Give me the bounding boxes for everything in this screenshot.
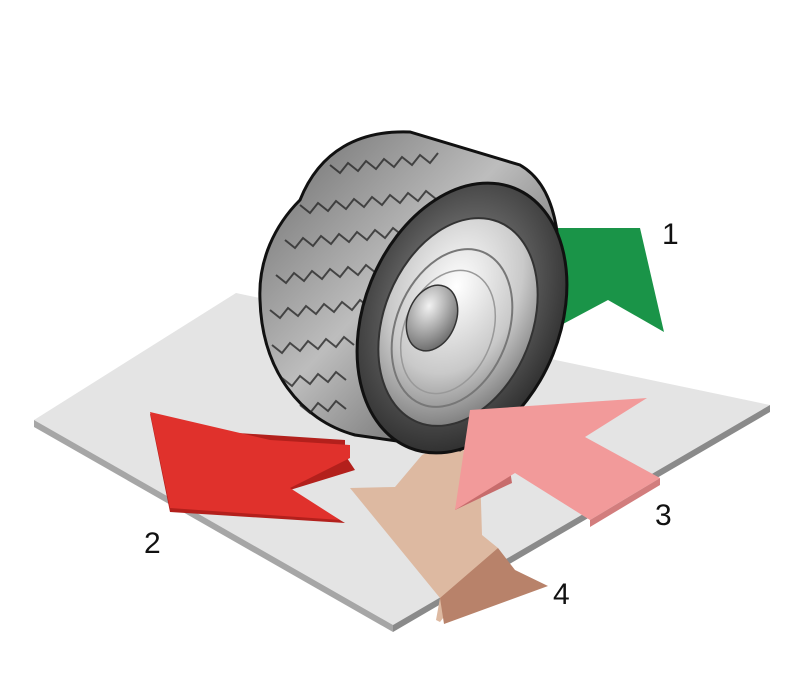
tire-wheel-icon: [258, 130, 569, 455]
label-3: 3: [655, 499, 672, 532]
label-1: 1: [662, 218, 679, 251]
label-2: 2: [144, 527, 161, 560]
force-arrow-2: [150, 412, 355, 523]
force-arrow-3: [455, 398, 660, 527]
label-4: 4: [553, 578, 570, 611]
